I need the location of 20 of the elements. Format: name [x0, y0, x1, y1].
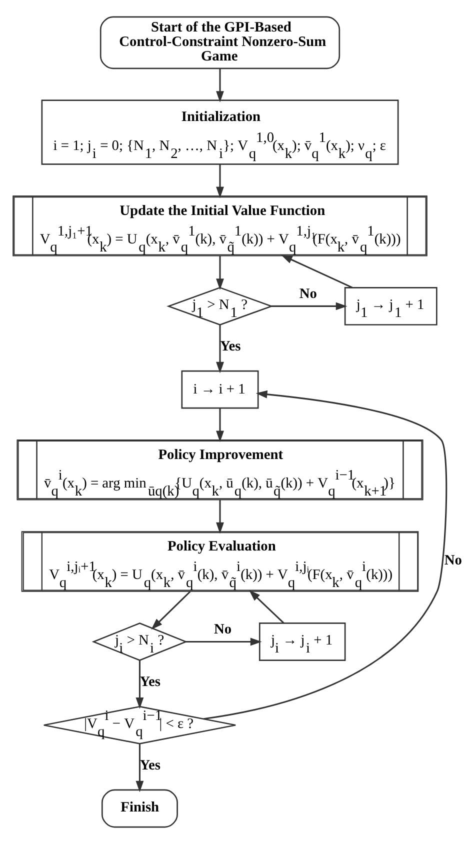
- arrow: [216, 408, 224, 442]
- node-box: Start of the GPI-Based Control-Constraint Nonzero-Sum Game: [99, 16, 340, 70]
- edge-label: No: [214, 622, 232, 638]
- arrow: [216, 500, 224, 534]
- arrow: [203, 390, 447, 720]
- node-box: Finish: [100, 789, 178, 828]
- arrow: [216, 164, 224, 198]
- arrow: [135, 660, 144, 709]
- arrow: [248, 590, 284, 624]
- arrow: [150, 591, 190, 630]
- arrow: [135, 744, 144, 792]
- arrow: [185, 638, 262, 646]
- arrow: [270, 302, 347, 310]
- arrow: [280, 254, 352, 288]
- edge-label: No: [298, 286, 316, 302]
- arrow: [216, 68, 224, 102]
- edge-label: No: [444, 552, 462, 568]
- arrow: [216, 324, 224, 374]
- arrow: [216, 256, 224, 290]
- node-box: i → i + 1: [180, 370, 258, 409]
